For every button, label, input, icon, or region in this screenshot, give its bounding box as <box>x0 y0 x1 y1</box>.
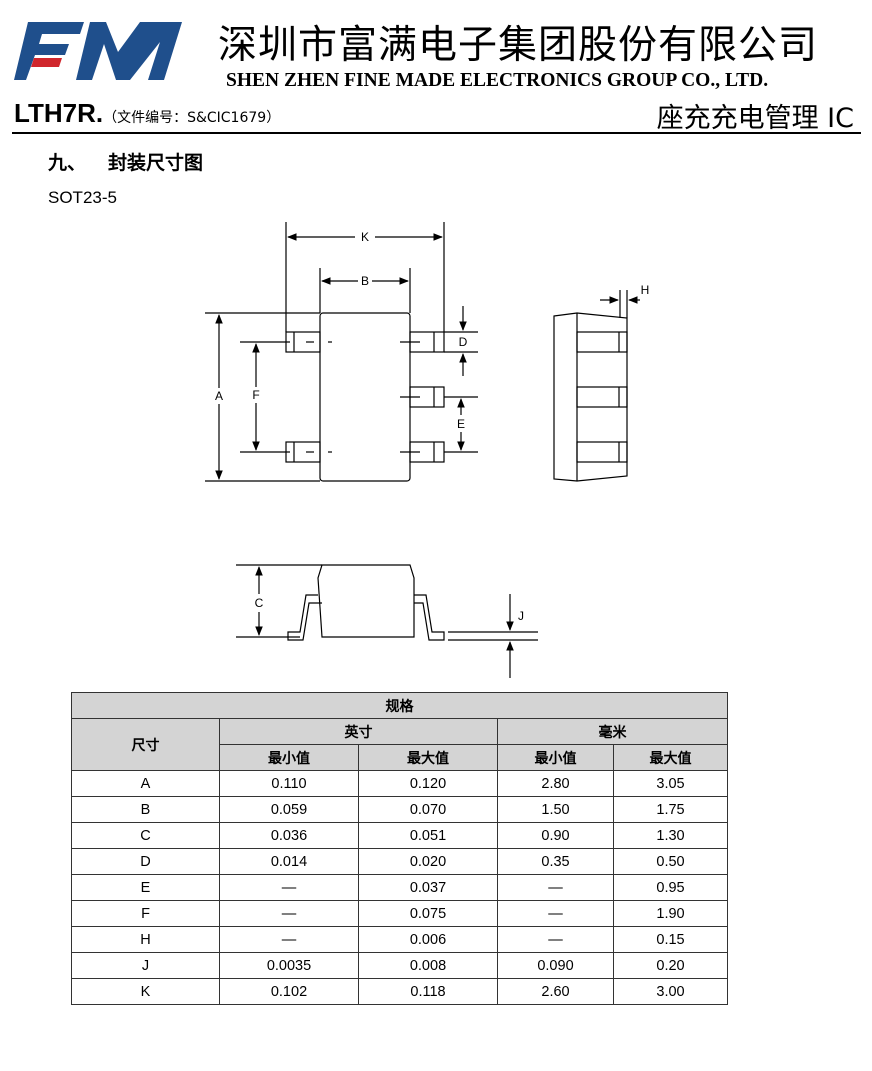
table-cell: 1.90 <box>612 900 729 927</box>
table-cell: 1.50 <box>497 796 614 823</box>
company-name-cn: 深圳市富满电子集团股份有限公司 <box>218 23 819 68</box>
top-view-body <box>319 312 411 482</box>
table-cell: 0.059 <box>219 796 359 823</box>
table-row: H—0.006—0.15 <box>71 926 729 953</box>
label-a: A <box>215 389 223 403</box>
table-cell: 0.014 <box>219 848 359 875</box>
table-cell: — <box>497 874 614 901</box>
lead-left-2 <box>285 441 321 463</box>
inch-max-header: 最大值 <box>358 744 498 771</box>
label-k: K <box>361 230 369 244</box>
table-cell: 0.070 <box>358 796 498 823</box>
label-h: H <box>641 283 650 297</box>
package-name: SOT23-5 <box>48 188 117 207</box>
table-row: E—0.037—0.95 <box>71 874 729 901</box>
table-cell: B <box>71 796 220 823</box>
mm-max-header: 最大值 <box>612 744 729 771</box>
label-d: D <box>459 335 468 349</box>
company-logo <box>14 22 182 80</box>
table-cell: 0.95 <box>612 874 729 901</box>
table-cell: 0.051 <box>358 822 498 849</box>
table-cell: 0.036 <box>219 822 359 849</box>
table-cell: — <box>497 926 614 953</box>
table-cell: 0.50 <box>612 848 729 875</box>
table-cell: 0.20 <box>612 952 729 979</box>
table-cell: 0.120 <box>358 770 498 797</box>
table-cell: 0.110 <box>219 770 359 797</box>
table-cell: C <box>71 822 220 849</box>
table-cell: — <box>219 874 359 901</box>
table-cell: 1.75 <box>612 796 729 823</box>
label-e: E <box>457 417 465 431</box>
section-title: 封装尺寸图 <box>108 152 204 174</box>
section-number: 九、 <box>48 152 87 174</box>
table-cell: 0.90 <box>497 822 614 849</box>
front-view-body <box>317 564 415 638</box>
front-lead-right <box>414 594 445 641</box>
table-cell: D <box>71 848 220 875</box>
table-cell: — <box>219 926 359 953</box>
table-cell: 0.15 <box>612 926 729 953</box>
doc-number: （文件编号：S&CIC1679） <box>103 110 281 126</box>
table-cell: H <box>71 926 220 953</box>
side-lead-3 <box>576 441 628 463</box>
inch-header: 英寸 <box>219 718 498 745</box>
table-cell: — <box>219 900 359 927</box>
label-b: B <box>361 274 369 288</box>
side-lead-1 <box>576 331 628 353</box>
table-cell: 0.008 <box>358 952 498 979</box>
mm-header: 毫米 <box>496 718 729 745</box>
dim-header: 尺寸 <box>71 718 220 771</box>
table-cell: 3.05 <box>612 770 729 797</box>
mm-min-header: 最小值 <box>497 744 614 771</box>
table-cell: A <box>71 770 220 797</box>
label-c: C <box>255 596 264 610</box>
label-j: J <box>518 609 524 623</box>
table-cell: E <box>71 874 220 901</box>
table-cell: 2.80 <box>497 770 614 797</box>
company-name-en: SHEN ZHEN FINE MADE ELECTRONICS GROUP CO… <box>226 70 769 91</box>
doc-code: LTH7R. <box>14 98 104 128</box>
package-drawing: K B A F D E H C J <box>205 222 650 678</box>
side-view-body <box>553 312 628 482</box>
table-cell: 0.090 <box>497 952 614 979</box>
table-cell: — <box>497 900 614 927</box>
table-cell: 0.0035 <box>219 952 359 979</box>
inch-min-header: 最小值 <box>219 744 359 771</box>
document-id: LTH7R.（文件编号：S&CIC1679） <box>14 98 280 129</box>
table-row: F—0.075—1.90 <box>71 900 729 927</box>
table-caption: 规格 <box>70 692 729 719</box>
section-heading: 九、封装尺寸图 <box>48 148 203 175</box>
table-cell: J <box>71 952 220 979</box>
header-divider <box>12 132 861 134</box>
lead-left-1 <box>285 331 321 353</box>
table-cell: 0.006 <box>358 926 498 953</box>
table-cell: K <box>71 978 220 1005</box>
table-cell: 0.020 <box>358 848 498 875</box>
table-cell: 3.00 <box>612 978 729 1005</box>
side-lead-2 <box>576 386 628 408</box>
label-f: F <box>252 388 259 402</box>
table-cell: 0.35 <box>497 848 614 875</box>
table-cell: 0.075 <box>358 900 498 927</box>
table-cell: 2.60 <box>497 978 614 1005</box>
front-lead-left <box>287 594 322 641</box>
table-cell: F <box>71 900 220 927</box>
table-cell: 1.30 <box>612 822 729 849</box>
table-cell: 0.037 <box>358 874 498 901</box>
table-cell: 0.118 <box>358 978 498 1005</box>
product-title: 座充充电管理 IC <box>656 103 854 134</box>
table-cell: 0.102 <box>219 978 359 1005</box>
